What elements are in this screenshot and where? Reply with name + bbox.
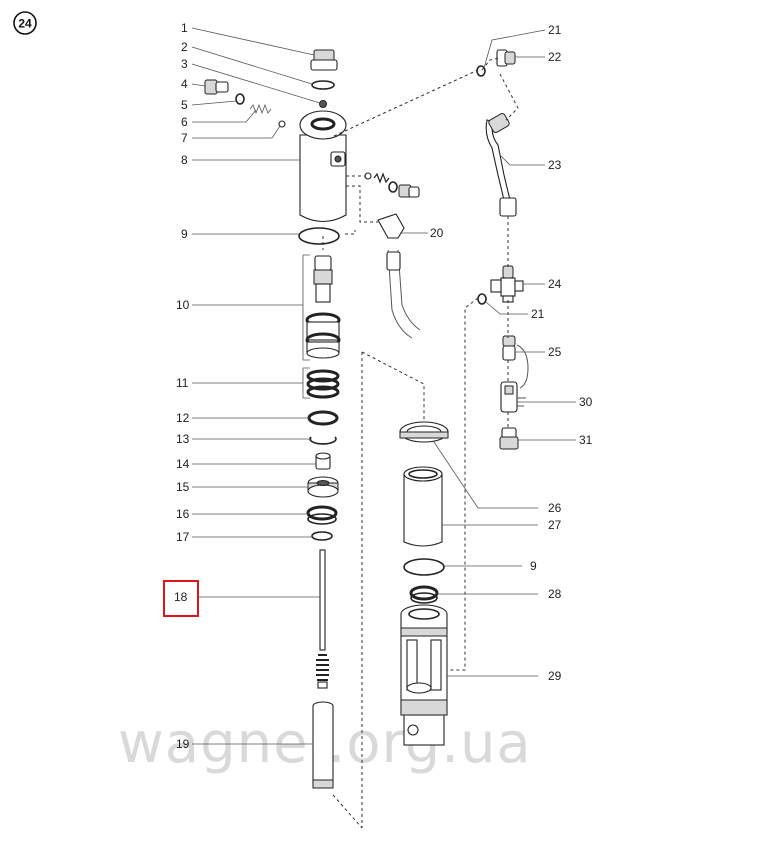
callout-14: 14 — [176, 457, 190, 471]
part-26-collar-ring — [399, 421, 449, 443]
part-18-piston-rod — [316, 549, 329, 689]
part-27-cylinder-tube — [403, 466, 443, 547]
part-14-sleeve — [315, 452, 331, 470]
callout-labels: 1 2 3 4 5 6 7 8 9 10 11 12 13 14 15 16 1… — [174, 21, 593, 751]
callout-7: 7 — [181, 131, 188, 145]
part-29-pump-housing — [400, 604, 448, 746]
part-21-o-ring-lower — [477, 293, 487, 305]
part-3-ball — [319, 100, 327, 108]
part-15-packing — [307, 476, 339, 498]
part-31-fitting — [499, 427, 519, 450]
fitting-parts-right-of-cylinder — [364, 172, 420, 198]
part-13-circlip — [309, 436, 337, 445]
part-24-tee-fitting — [490, 265, 524, 303]
callout-31: 31 — [579, 433, 593, 447]
callout-18-highlight-box — [163, 580, 199, 617]
callout-27: 27 — [548, 518, 562, 532]
callout-20: 20 — [430, 226, 444, 240]
part-17-o-ring — [311, 531, 333, 541]
part-12-ring — [307, 410, 339, 426]
part-8-cylinder-body — [299, 110, 347, 223]
part-19-lower-sleeve — [312, 701, 334, 789]
callout-13: 13 — [176, 432, 190, 446]
part-25-fitting — [502, 335, 529, 389]
figure-number-badge: 24 — [13, 11, 37, 35]
callout-4: 4 — [181, 77, 188, 91]
callout-3: 3 — [181, 57, 188, 71]
callout-18: 18 — [174, 590, 188, 604]
callout-28: 28 — [548, 587, 562, 601]
part-20-elbow-hose — [377, 213, 421, 339]
part-4-fitting — [204, 79, 229, 95]
callout-26: 26 — [548, 501, 562, 515]
callout-2: 2 — [181, 40, 188, 54]
part-23-tube — [485, 113, 517, 217]
callout-11: 11 — [176, 376, 189, 390]
part-22-fitting — [496, 49, 516, 67]
callout-5: 5 — [181, 98, 188, 112]
part-28-ring — [409, 585, 439, 604]
callout-15: 15 — [176, 480, 190, 494]
callout-29: 29 — [548, 669, 562, 683]
part-5-o-ring — [235, 93, 245, 105]
callout-19: 19 — [176, 737, 190, 751]
part-1-cap-nut — [310, 49, 338, 71]
callout-30: 30 — [579, 395, 593, 409]
part-2-o-ring — [311, 80, 335, 90]
part-7-ball — [278, 120, 286, 128]
callout-21-lower: 21 — [531, 307, 545, 321]
callout-22: 22 — [548, 50, 562, 64]
callout-12: 12 — [176, 411, 190, 425]
callout-21-top: 21 — [548, 23, 562, 37]
callout-9-lower: 9 — [530, 559, 537, 573]
callout-23: 23 — [548, 158, 562, 172]
callout-1: 1 — [181, 21, 188, 35]
callout-8: 8 — [181, 153, 188, 167]
svg-text:24: 24 — [18, 17, 32, 31]
part-30-pressure-sensor — [500, 381, 526, 413]
part-9-o-ring — [298, 227, 340, 245]
callout-16: 16 — [176, 507, 190, 521]
part-10-valve-assembly — [305, 255, 341, 359]
part-11-ring-set — [306, 369, 340, 399]
part-16-ring — [306, 505, 338, 525]
callout-17: 17 — [176, 530, 190, 544]
assembly-dashed-lines — [322, 57, 519, 829]
callout-6: 6 — [181, 115, 188, 129]
part-9-o-ring-lower — [403, 558, 445, 576]
callout-24: 24 — [548, 277, 562, 291]
callout-25: 25 — [548, 345, 562, 359]
leader-lines — [191, 27, 576, 745]
part-6-spring — [249, 103, 272, 115]
callout-10: 10 — [176, 298, 190, 312]
callout-9: 9 — [181, 227, 188, 241]
